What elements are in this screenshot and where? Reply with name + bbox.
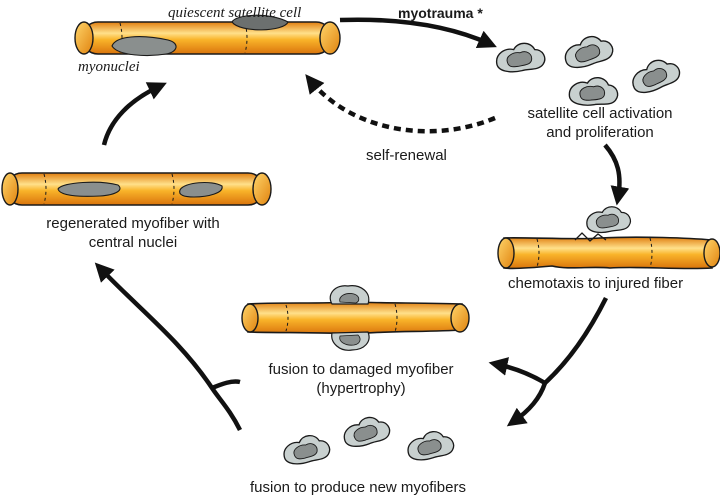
activated-satellite-cells — [495, 32, 684, 109]
myofiber-regenerated — [1, 172, 272, 206]
myonucleus — [111, 36, 177, 56]
regenerated-to-quiescent-arrow — [101, 82, 167, 146]
label-regenerated: regenerated myofiber with central nuclei — [8, 214, 258, 252]
quiescent-satellite-cell — [231, 14, 289, 31]
chemotaxis-to-fusion-arrow — [543, 296, 609, 385]
label-activation-line1: satellite cell activation — [527, 105, 673, 122]
label-self-renewal: self-renewal — [366, 147, 447, 164]
label-regenerated-line2: central nuclei — [88, 234, 178, 251]
label-quiescent-satellite-cell: quiescent satellite cell — [168, 5, 302, 21]
branch-merge-line — [211, 379, 241, 391]
label-fusion-damaged-line2: (hypertrophy) — [316, 380, 406, 397]
self-renewal-arrow — [305, 74, 496, 134]
myofiber-quiescent — [74, 14, 341, 56]
myotrauma-arrow — [339, 17, 497, 48]
central-nucleus — [179, 181, 223, 198]
label-myonuclei: myonuclei — [78, 59, 140, 75]
activation-to-chemotaxis-arrow — [603, 143, 630, 206]
branch-to-new-arrow — [506, 382, 548, 427]
myofiber-fusion-damaged — [241, 285, 470, 351]
label-activation-line2: and proliferation — [546, 124, 654, 141]
myofiber-injured — [497, 206, 720, 270]
central-nucleus — [57, 181, 121, 197]
fusion-to-regenerated-arrow — [94, 262, 243, 432]
label-fusion-damaged-line1: fusion to damaged myofiber — [268, 361, 454, 378]
label-fusion-new: fusion to produce new myofibers — [250, 479, 466, 496]
label-chemotaxis: chemotaxis to injured fiber — [508, 275, 684, 292]
fusing-satellite-cells — [281, 414, 456, 466]
label-fusion-damaged: fusion to damaged myofiber (hypertrophy) — [256, 360, 466, 398]
label-regenerated-line1: regenerated myofiber with — [46, 215, 220, 232]
migrating-satellite-cell — [586, 206, 632, 234]
branch-to-damaged-arrow — [488, 357, 547, 385]
label-activation: satellite cell activation and proliferat… — [488, 104, 712, 142]
label-myotrauma: myotrauma * — [398, 5, 483, 21]
